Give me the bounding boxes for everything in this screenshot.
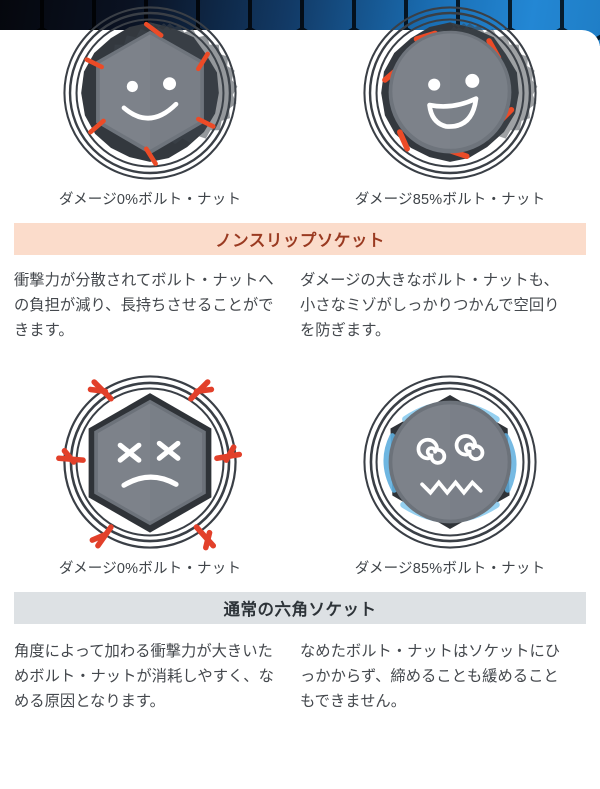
description-nonslip-left: 衝撃力が分散されてボルト・ナットへの負担が減り、長持ちさせることができます。 [14,272,274,339]
section-header-hex: 通常の六角ソケット [14,592,586,625]
figure-row-nonslip: ダメージ0%ボルト・ナット [0,0,600,209]
section-header-label: 通常の六角ソケット [223,601,377,620]
section-header-nonslip: ノンスリップソケット [14,223,586,255]
description-hex-right: なめたボルト・ナットはソケットにひっかからず、締めることも緩めることもできません… [300,643,561,710]
face-open-smile [427,73,480,129]
face-smile [121,77,179,121]
face-dizzy-spiral [416,434,485,496]
figure-nonslip-damage-0: ダメージ0%ボルト・ナット [0,0,300,209]
impact-arrows [84,21,216,167]
illustration-hex-damage-0 [56,369,243,555]
figure-caption: ダメージ0%ボルト・ナット [58,561,242,578]
face-dead-x-eyes [117,441,181,489]
figure-caption: ダメージ0%ボルト・ナット [58,192,242,208]
impact-arrows [56,379,243,551]
figure-row-hex: ダメージ0%ボルト・ナット [0,369,600,578]
description-hex-left: 角度によって加わる衝撃力が大きいためボルト・ナットが消耗しやすく、なめる原因とな… [14,643,274,710]
description-row-hex: 角度によって加わる衝撃力が大きいためボルト・ナットが消耗しやすく、なめる原因とな… [0,640,600,714]
figure-nonslip-damage-85: ダメージ85%ボルト・ナット [300,0,600,209]
section-header-label: ノンスリップソケット [215,232,385,250]
figure-hex-damage-0: ダメージ0%ボルト・ナット [0,369,300,578]
illustration-hex-damage-85 [357,369,543,555]
figure-caption: ダメージ85%ボルト・ナット [354,561,546,578]
figure-hex-damage-85: ダメージ85%ボルト・ナット [300,369,600,578]
figure-caption: ダメージ85%ボルト・ナット [354,192,546,208]
description-row-nonslip: 衝撃力が分散されてボルト・ナットへの負担が減り、長持ちさせることができます。 ダ… [0,269,600,343]
illustration-nonslip-damage-0 [57,0,243,186]
description-nonslip-right: ダメージの大きなボルト・ナットも、小さなミゾがしっかりつかんで空回りを防ぎます。 [300,272,560,339]
illustration-nonslip-damage-85 [357,0,543,186]
